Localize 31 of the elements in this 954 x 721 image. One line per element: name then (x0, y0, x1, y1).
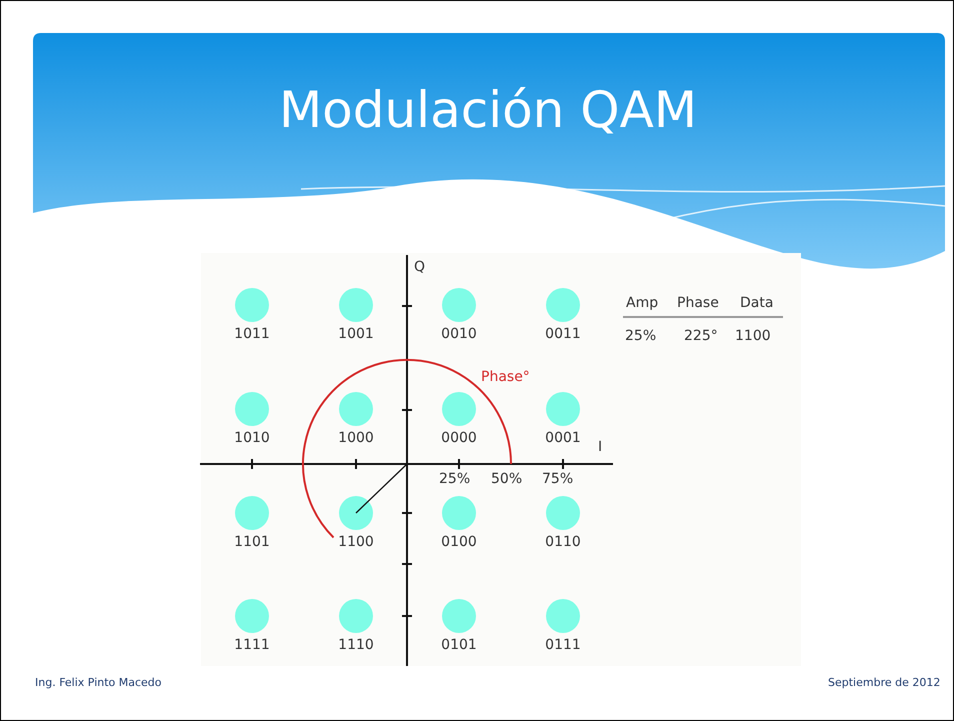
point-label: 0101 (441, 637, 477, 653)
table-header: Phase (677, 295, 719, 311)
point-label: 1001 (338, 326, 374, 342)
point-label: 1100 (338, 534, 374, 550)
point-label: 0011 (545, 326, 581, 342)
table-cell: 225° (684, 328, 718, 344)
point-label: 0001 (545, 430, 581, 446)
footer-date: Septiembre de 2012 (828, 676, 940, 689)
point-label: 0010 (441, 326, 477, 342)
point-label: 1101 (234, 534, 270, 550)
footer-author: Ing. Felix Pinto Macedo (35, 676, 162, 689)
table-cell: 1100 (735, 328, 771, 344)
tick-label: 75% (542, 471, 574, 487)
point-label: 0110 (545, 534, 581, 550)
axis-label: I (598, 439, 602, 455)
point-label: 0000 (441, 430, 477, 446)
table-cell: 25% (625, 328, 656, 344)
axis-label: Q (414, 259, 426, 275)
point-label: 1000 (338, 430, 374, 446)
tick-label: 25% (439, 471, 470, 487)
arc-label: Phase° (481, 369, 530, 385)
point-label: 0100 (441, 534, 477, 550)
point-label: 1111 (234, 637, 270, 653)
point-label: 1011 (234, 326, 270, 342)
table-header: Data (740, 295, 774, 311)
point-label: 1010 (234, 430, 270, 446)
slide-title: Modulación QAM (278, 81, 698, 139)
point-label: 0111 (545, 637, 581, 653)
point-label: 1110 (338, 637, 374, 653)
table-header: Amp (626, 295, 658, 311)
tick-label: 50% (491, 471, 522, 487)
